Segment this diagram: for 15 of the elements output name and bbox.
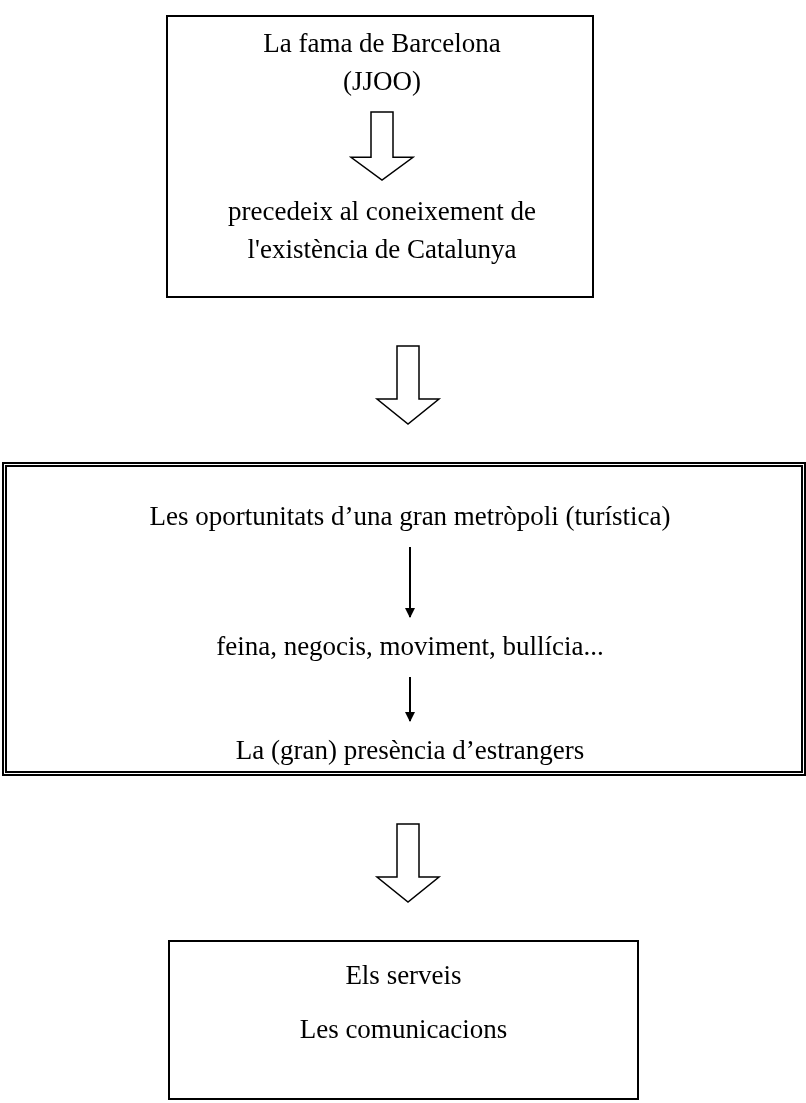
process-box xyxy=(168,940,639,1100)
block-arrow xyxy=(348,111,416,181)
flow-text: feina, negocis, moviment, bullícia... xyxy=(65,627,755,665)
block-arrow xyxy=(374,823,442,903)
arrow xyxy=(405,546,415,618)
arrow xyxy=(405,676,415,722)
flow-text: La (gran) presència d’estrangers xyxy=(65,731,755,769)
process-box xyxy=(2,462,806,776)
flow-text: La fama de Barcelona (JJOO) xyxy=(232,24,532,100)
block-arrow xyxy=(374,345,442,425)
process-box xyxy=(166,15,594,298)
box-text: Els serveis xyxy=(344,959,463,992)
box-text: Les comunicacions xyxy=(298,1013,509,1046)
flow-text: Les oportunitats d’una gran metròpoli (turística) xyxy=(25,497,795,535)
flow-text: precedeix al coneixement de l'existència de Catalunya xyxy=(178,192,586,268)
